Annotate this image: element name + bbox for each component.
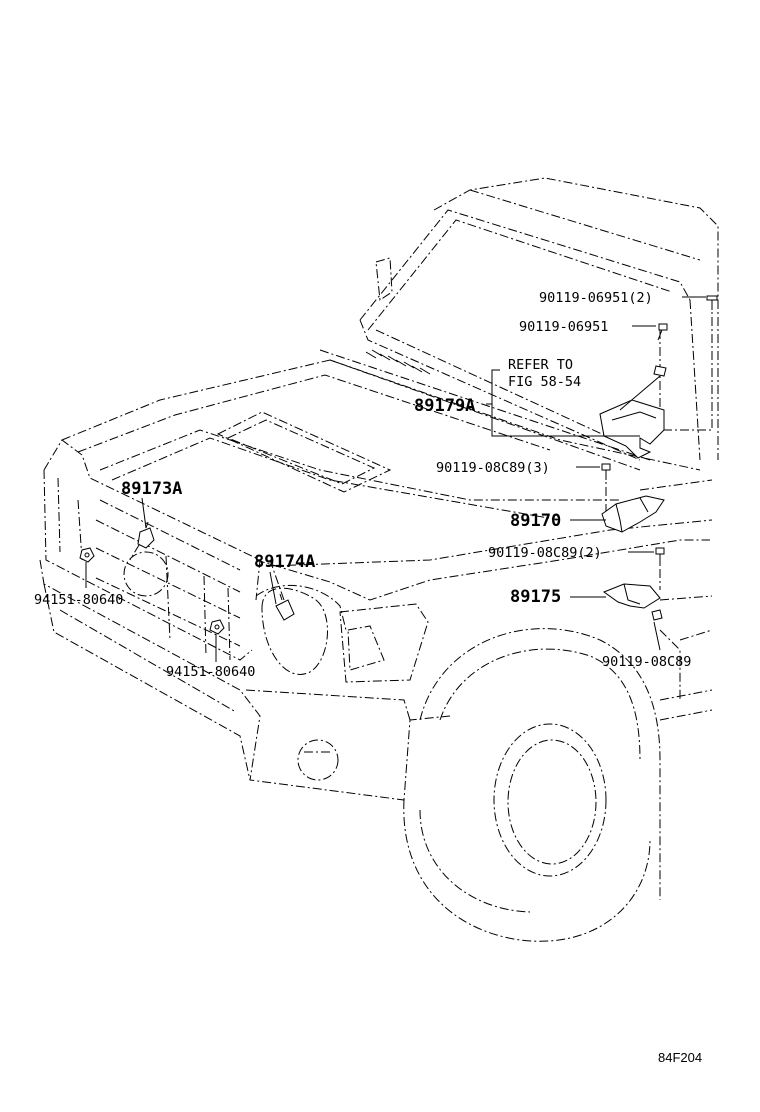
callout-labels: 90119-06951(2) 90119-06951 REFER TO FIG … <box>34 290 691 680</box>
label-89170: 89170 <box>510 511 561 531</box>
label-89174a: 89174A <box>254 552 315 572</box>
bolt-top-right-icon <box>706 295 718 310</box>
sensor-89175-icon <box>602 583 661 609</box>
bolt-upper-icon <box>657 323 668 341</box>
nut-bottom-icon <box>209 619 225 635</box>
sensor-89174a-icon <box>275 593 295 621</box>
bolt-89170-icon <box>601 463 611 480</box>
label-90119-08c89: 90119-08C89 <box>602 654 691 670</box>
label-90119-08c89-2: 90119-08C89(2) <box>488 545 602 561</box>
label-94151-80640-bottom: 94151-80640 <box>166 664 255 680</box>
label-94151-80640-left: 94151-80640 <box>34 592 123 608</box>
label-90119-06951: 90119-06951 <box>519 319 608 335</box>
bracket-89179a-icon <box>599 365 667 459</box>
parts-layer <box>79 295 718 635</box>
label-refer-to: REFER TO <box>508 357 573 373</box>
label-89179a: 89179A <box>414 396 475 416</box>
label-90119-06951-2: 90119-06951(2) <box>539 290 653 306</box>
nut-left-icon <box>79 547 95 563</box>
leader-lines <box>85 296 706 662</box>
figure-code: 84F204 <box>658 1050 702 1065</box>
label-89173a: 89173A <box>121 479 182 499</box>
label-89175: 89175 <box>510 587 561 607</box>
bolt-89175-icon <box>651 547 665 621</box>
label-90119-08c89-3: 90119-08C89(3) <box>436 460 550 476</box>
sensor-89170-icon <box>601 495 665 533</box>
label-refer-fig: FIG 58-54 <box>508 374 581 390</box>
vehicle-outline <box>39 177 719 942</box>
